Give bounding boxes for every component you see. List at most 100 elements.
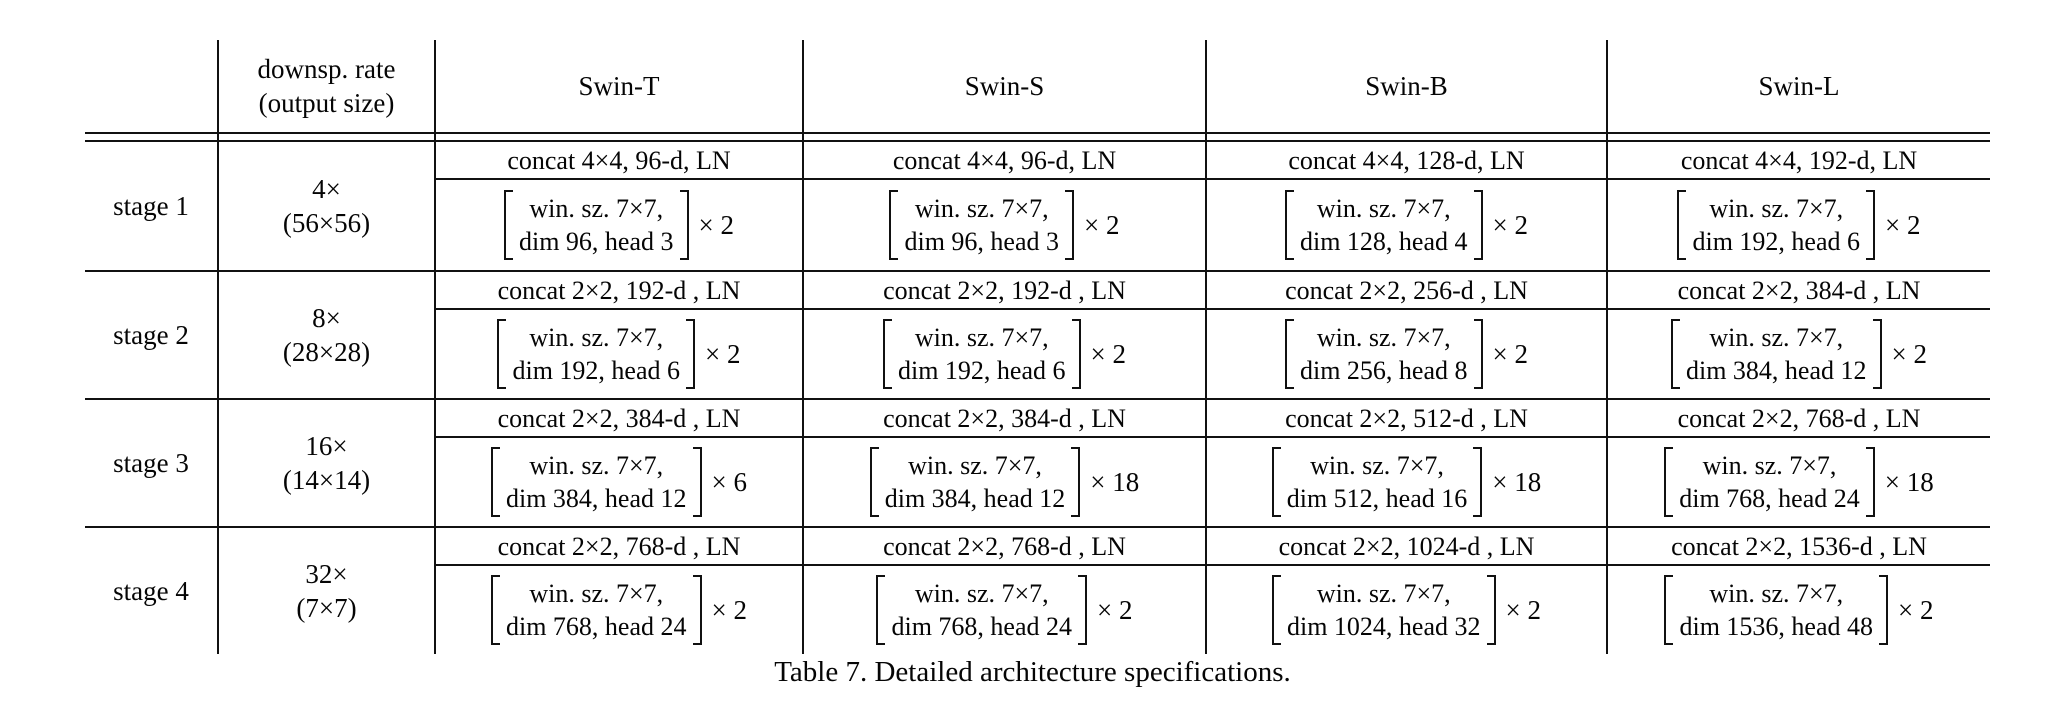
spec-cell-stage4-swin-t: concat 2×2, 768-d , LN win. sz. 7×7, dim…	[436, 526, 804, 654]
patch-merging-spec: concat 2×2, 768-d , LN	[1608, 400, 1990, 438]
block-params: win. sz. 7×7, dim 1024, head 32	[1281, 575, 1487, 645]
stage-label: stage 1	[85, 142, 219, 270]
header-downsample-rate: downsp. rate (output size)	[219, 40, 436, 132]
right-bracket-icon	[1065, 190, 1075, 260]
block-multiplier: × 2	[1492, 209, 1528, 240]
right-bracket-icon	[1473, 447, 1483, 517]
dim-head: dim 384, head 12	[1685, 356, 1867, 385]
block-spec: win. sz. 7×7, dim 384, head 12 × 18	[804, 438, 1205, 526]
dim-head: dim 96, head 3	[518, 227, 674, 256]
spec-cell-stage2-swin-b: concat 2×2, 256-d , LN win. sz. 7×7, dim…	[1207, 270, 1608, 398]
bracket-matrix: win. sz. 7×7, dim 384, head 12	[1670, 319, 1882, 389]
right-bracket-icon	[1865, 447, 1875, 517]
patch-merging-spec: concat 2×2, 192-d , LN	[804, 272, 1205, 310]
left-bracket-icon	[1284, 319, 1294, 389]
block-multiplier: × 18	[1090, 466, 1140, 497]
block-params: win. sz. 7×7, dim 192, head 6	[1686, 190, 1866, 260]
bracket-matrix: win. sz. 7×7, dim 192, head 6	[497, 319, 696, 389]
block-params: win. sz. 7×7, dim 96, head 3	[513, 190, 680, 260]
dim-head: dim 1536, head 48	[1679, 612, 1874, 641]
dim-head: dim 256, head 8	[1299, 356, 1468, 385]
downsample-cell: 8× (28×28)	[219, 270, 436, 398]
output-size: (56×56)	[282, 208, 371, 238]
header-downsample-line1: downsp. rate	[257, 54, 396, 84]
left-bracket-icon	[1664, 447, 1674, 517]
block-spec: win. sz. 7×7, dim 192, head 6 × 2	[436, 310, 802, 398]
block-spec: win. sz. 7×7, dim 96, head 3 × 2	[436, 180, 802, 270]
window-size: win. sz. 7×7,	[914, 323, 1049, 352]
window-size: win. sz. 7×7,	[1316, 323, 1451, 352]
bracket-matrix: win. sz. 7×7, dim 96, head 3	[889, 190, 1075, 260]
spec-cell-stage4-swin-s: concat 2×2, 768-d , LN win. sz. 7×7, dim…	[804, 526, 1207, 654]
dim-head: dim 768, head 24	[505, 612, 687, 641]
patch-merging-spec: concat 2×2, 384-d , LN	[804, 400, 1205, 438]
block-spec: win. sz. 7×7, dim 1536, head 48 × 2	[1608, 566, 1990, 654]
window-size: win. sz. 7×7,	[1709, 579, 1844, 608]
right-bracket-icon	[692, 447, 702, 517]
block-multiplier: × 2	[1097, 594, 1133, 625]
double-rule-segment	[1608, 132, 1990, 142]
downsample-rate: 8×	[312, 303, 341, 333]
bracket-matrix: win. sz. 7×7, dim 1024, head 32	[1271, 575, 1496, 645]
block-multiplier: × 2	[1885, 209, 1921, 240]
header-model-swin-l: Swin-L	[1758, 71, 1840, 101]
architecture-table: downsp. rate (output size) Swin-T Swin-S…	[85, 40, 1990, 654]
block-params: win. sz. 7×7, dim 384, head 12	[879, 447, 1072, 517]
spec-cell-stage3-swin-b: concat 2×2, 512-d , LN win. sz. 7×7, dim…	[1207, 398, 1608, 526]
block-multiplier: × 2	[1505, 594, 1541, 625]
bracket-matrix: win. sz. 7×7, dim 384, head 12	[490, 447, 702, 517]
dim-head: dim 384, head 12	[505, 484, 687, 513]
downsample-cell: 4× (56×56)	[219, 142, 436, 270]
bracket-matrix: win. sz. 7×7, dim 256, head 8	[1284, 319, 1483, 389]
left-bracket-icon	[882, 319, 892, 389]
patch-merging-spec: concat 2×2, 1536-d , LN	[1608, 528, 1990, 566]
spec-cell-stage3-swin-s: concat 2×2, 384-d , LN win. sz. 7×7, dim…	[804, 398, 1207, 526]
left-bracket-icon	[503, 190, 513, 260]
downsample-rate: 16×	[305, 431, 348, 461]
output-size: (7×7)	[296, 593, 357, 623]
bracket-matrix: win. sz. 7×7, dim 768, head 24	[876, 575, 1088, 645]
header-model-swin-t: Swin-T	[436, 40, 804, 132]
dim-head: dim 1024, head 32	[1286, 612, 1481, 641]
bracket-matrix: win. sz. 7×7, dim 128, head 4	[1284, 190, 1483, 260]
window-size: win. sz. 7×7,	[529, 451, 664, 480]
header-downsample-line2: (output size)	[258, 88, 395, 118]
patch-merging-spec: concat 4×4, 96-d, LN	[436, 142, 802, 180]
double-rule-segment	[85, 132, 219, 142]
block-spec: win. sz. 7×7, dim 96, head 3 × 2	[804, 180, 1205, 270]
block-params: win. sz. 7×7, dim 768, head 24	[500, 575, 693, 645]
patch-merging-spec: concat 4×4, 96-d, LN	[804, 142, 1205, 180]
bracket-matrix: win. sz. 7×7, dim 96, head 3	[503, 190, 689, 260]
patch-merging-spec: concat 2×2, 1024-d , LN	[1207, 528, 1606, 566]
block-multiplier: × 2	[711, 594, 747, 625]
window-size: win. sz. 7×7,	[914, 579, 1049, 608]
double-rule-segment	[436, 132, 804, 142]
window-size: win. sz. 7×7,	[1709, 323, 1844, 352]
dim-head: dim 128, head 4	[1299, 227, 1468, 256]
window-size: win. sz. 7×7,	[1316, 579, 1451, 608]
stage-label: stage 2	[85, 270, 219, 398]
block-params: win. sz. 7×7, dim 384, head 12	[500, 447, 693, 517]
block-spec: win. sz. 7×7, dim 1024, head 32 × 2	[1207, 566, 1606, 654]
window-size: win. sz. 7×7,	[529, 323, 664, 352]
spec-cell-stage4-swin-b: concat 2×2, 1024-d , LN win. sz. 7×7, di…	[1207, 526, 1608, 654]
block-multiplier: × 2	[1084, 209, 1120, 240]
patch-merging-spec: concat 2×2, 192-d , LN	[436, 272, 802, 310]
window-size: win. sz. 7×7,	[529, 579, 664, 608]
left-bracket-icon	[490, 447, 500, 517]
output-size: (28×28)	[282, 337, 371, 367]
bracket-matrix: win. sz. 7×7, dim 384, head 12	[869, 447, 1081, 517]
downsample-cell: 32× (7×7)	[219, 526, 436, 654]
block-params: win. sz. 7×7, dim 96, head 3	[898, 190, 1065, 260]
right-bracket-icon	[1486, 575, 1496, 645]
left-bracket-icon	[1677, 190, 1687, 260]
block-params: win. sz. 7×7, dim 192, head 6	[892, 319, 1072, 389]
dim-head: dim 768, head 24	[1679, 484, 1860, 513]
patch-merging-spec: concat 2×2, 384-d , LN	[436, 400, 802, 438]
spec-cell-stage1-swin-b: concat 4×4, 128-d, LN win. sz. 7×7, dim …	[1207, 142, 1608, 270]
window-size: win. sz. 7×7,	[914, 194, 1049, 223]
right-bracket-icon	[1078, 575, 1088, 645]
dim-head: dim 384, head 12	[884, 484, 1066, 513]
left-bracket-icon	[1271, 575, 1281, 645]
